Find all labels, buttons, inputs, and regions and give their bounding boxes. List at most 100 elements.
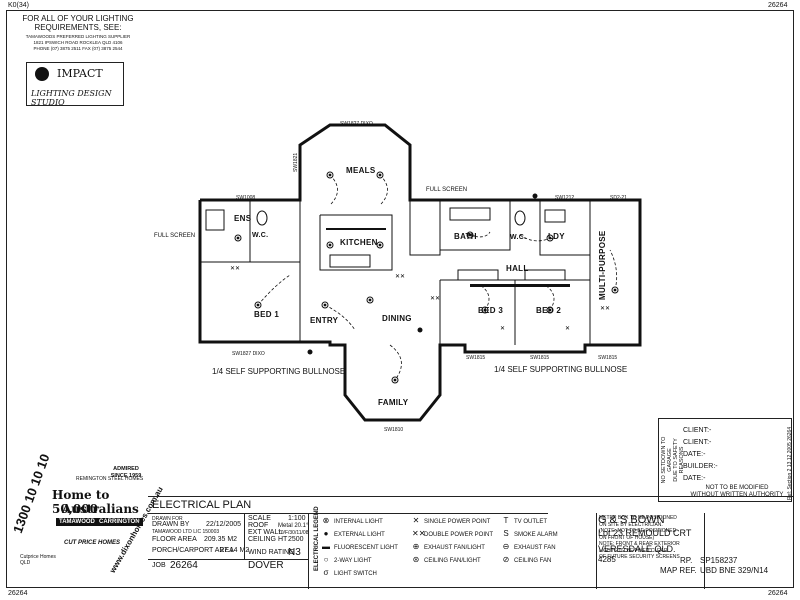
suburb: VERESDALE QLD.	[598, 544, 676, 554]
impact-logo: IMPACT LIGHTING DESIGN STUDIO	[26, 62, 124, 107]
legend-item: ⊗INTERNAL LIGHT	[322, 517, 383, 526]
title-divider-4	[704, 513, 705, 589]
meter-box-note: METER BOX TO BE POSITIONED ON SITE BY EL…	[599, 515, 680, 560]
owner-name: G & S BOWN	[598, 514, 665, 526]
electrical-legend: ⊗INTERNAL LIGHT●EXTERNAL LIGHT▬FLUORESCE…	[322, 515, 592, 587]
legend-label: EXHAUST FAN/LIGHT	[424, 545, 485, 551]
svg-text:✕: ✕	[500, 326, 505, 332]
legend-label: TV OUTLET	[514, 519, 548, 525]
exterior-wall	[198, 123, 642, 422]
legend-symbol-icon: σ	[323, 568, 329, 577]
legend-item: ●EXTERNAL LIGHT	[322, 530, 385, 539]
title-rule-2	[148, 559, 308, 560]
fluorescent-lights	[326, 228, 570, 287]
robe-bed3	[457, 269, 499, 281]
floor-area-value: 209.35 M2	[204, 536, 238, 543]
legend-symbol-icon: T	[503, 516, 509, 525]
window-code-family: SW1810	[384, 427, 404, 433]
room-label-kitchen: KITCHEN	[340, 238, 378, 247]
lot-address: Lot 23 REMOULD CRT	[598, 528, 692, 538]
switch-wiring	[257, 174, 618, 381]
scale-value: 1:100	[288, 515, 306, 522]
job-label: JOB	[152, 562, 166, 569]
room-label-family: FAMILY	[378, 398, 409, 407]
svg-text:✕✕: ✕✕	[395, 274, 405, 280]
impact-logo-mark	[35, 67, 49, 81]
title-block: ELECTRICAL PLAN DRAWN FOR DRAWN BY 22/12…	[148, 496, 794, 589]
porch-area-value: 27.14 M2	[220, 547, 250, 554]
legend-label: EXHAUST FAN	[514, 545, 556, 551]
window-code-bed3: SW1815	[466, 355, 486, 361]
legend-symbol-icon: ✕	[412, 516, 420, 525]
stamp-date-2: DATE:-	[683, 475, 706, 482]
stamp-date-1: DATE:-	[683, 451, 706, 458]
job-number: 26264	[170, 560, 198, 571]
legend-symbol-icon: ●	[323, 529, 329, 538]
room-label-entry: ENTRY	[310, 316, 339, 325]
rp-value: SP158237	[700, 556, 738, 565]
legend-label: FLUORESCENT LIGHT	[334, 545, 398, 551]
legend-item: ⊕EXHAUST FAN/LIGHT	[412, 543, 485, 552]
window-code-meals: SW1821	[293, 152, 299, 172]
corner-ref-bottom-right: 26264	[768, 590, 788, 597]
legend-item: ⊘CEILING FAN	[502, 556, 552, 565]
legend-symbol-icon: ⊖	[502, 542, 510, 551]
corner-ref-top-left: K0(34)	[8, 2, 30, 9]
legend-item: ⊖ EXHAUST FAN	[502, 543, 556, 552]
dixon-carrington: CARRINGTON	[96, 518, 143, 526]
wind-rating-value: N3	[288, 547, 301, 558]
impact-logo-tagline: LIGHTING DESIGN STUDIO	[31, 89, 112, 107]
window-code-ldy-2: SD2-21	[610, 195, 627, 201]
corner-ref-bottom-left: 26264	[8, 590, 28, 597]
legend-symbol-icon: ○	[323, 555, 329, 564]
note-full-screen-right: FULL SCREEN	[426, 187, 468, 193]
room-label-bed3: BED 3	[478, 306, 504, 315]
stamp-setdown-note: NO SETDOWN TO GARAGE DUE TO SAFETY REASO…	[661, 436, 685, 484]
legend-item: ✕✕DOUBLE POWER POINT	[412, 530, 493, 539]
window-code-top: SW1827 DIXO	[340, 121, 373, 127]
room-label-ldy: LDY	[548, 232, 565, 241]
ceiling-label: CEILING HT	[248, 536, 288, 543]
toilet-wc	[514, 210, 526, 226]
title-rule	[148, 513, 548, 514]
room-label-hall: HALL	[506, 264, 529, 273]
internal-lights	[234, 171, 619, 384]
porch-area-label: PORCH/CARPORT AREA	[152, 547, 234, 554]
title-divider-3	[596, 513, 597, 589]
legend-label: CEILING FAN	[514, 558, 552, 564]
window-code-ldy: SW1212	[555, 195, 575, 201]
svg-text:✕✕: ✕✕	[600, 306, 610, 312]
window-code-bed1: SW1827 DIXO	[232, 351, 265, 357]
drawn-by-value: TAMAWOOD LTD LIC 150003	[152, 529, 220, 535]
drawing-title: ELECTRICAL PLAN	[152, 499, 252, 511]
approval-stamp: NO SETDOWN TO GARAGE DUE TO SAFETY REASO…	[658, 418, 792, 502]
legend-label: DOUBLE POWER POINT	[424, 532, 494, 538]
wall-bath-2	[439, 200, 511, 251]
wall-ldy	[539, 200, 591, 256]
corner-ref-top-right: 26264	[768, 2, 788, 9]
stamp-client-1: CLIENT:-	[683, 427, 712, 434]
postcode: 4285	[598, 555, 616, 564]
ext-wall-value: 70/F/30/11/08	[278, 530, 309, 536]
legend-item: ○2-WAY LIGHT	[322, 556, 372, 565]
drawn-by-label: DRAWN BY	[152, 521, 190, 528]
room-label-bed2: BED 2	[536, 306, 562, 315]
toilet-ens	[256, 210, 268, 226]
dixon-admired-badge: ADMIRED SINCE 1959	[110, 466, 142, 479]
room-label-ens: ENS	[234, 214, 252, 223]
stamp-client-2: CLIENT:-	[683, 439, 712, 446]
map-ref-value: UBD BNE 329/N14	[700, 566, 769, 575]
window-code-ens: SW1008	[236, 195, 256, 201]
room-label-bed1: BED 1	[254, 310, 280, 319]
room-label-wc2: W.C.	[510, 234, 527, 241]
svg-text:✕✕: ✕✕	[230, 266, 240, 272]
external-lights	[307, 193, 538, 355]
dixon-homes-logo: 1300 10 10 10 Home to 50,000 Australians…	[10, 430, 165, 580]
svg-text:✕: ✕	[565, 326, 570, 332]
legend-symbol-icon: ✕✕	[412, 529, 426, 538]
date-value: 22/12/2005	[206, 521, 242, 528]
roof-value: Metal 20.1°	[278, 523, 309, 529]
legend-symbol-icon: S	[503, 529, 509, 538]
